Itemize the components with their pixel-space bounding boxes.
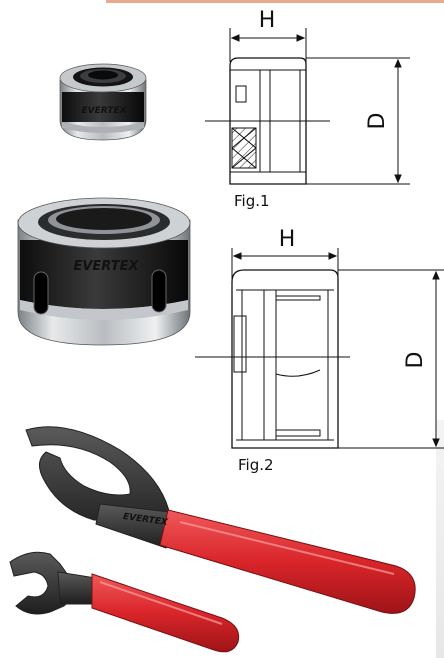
fig1-height-label: H: [259, 8, 276, 33]
fig1-drawing: [205, 28, 410, 185]
small-collet-nut-photo: EVERTEX: [59, 63, 147, 141]
top-accent-line: [106, 0, 444, 3]
hook-wrench-photo: EVERTEX: [25, 426, 416, 614]
fig1-caption: Fig.1: [234, 192, 270, 210]
fig2-height-label: H: [279, 227, 296, 252]
large-collet-nut-photo: EVERTEX: [17, 197, 191, 346]
open-end-wrench-photo: [9, 551, 240, 653]
fig2-caption: Fig.2: [238, 456, 274, 474]
fig1-diameter-label: D: [365, 113, 390, 130]
large-nut-brand: EVERTEX: [73, 259, 139, 274]
fig2-drawing: [195, 248, 444, 449]
small-nut-brand: EVERTEX: [81, 106, 127, 116]
fig2-diameter-label: D: [403, 352, 428, 369]
page-edge-shadow: [436, 420, 444, 658]
